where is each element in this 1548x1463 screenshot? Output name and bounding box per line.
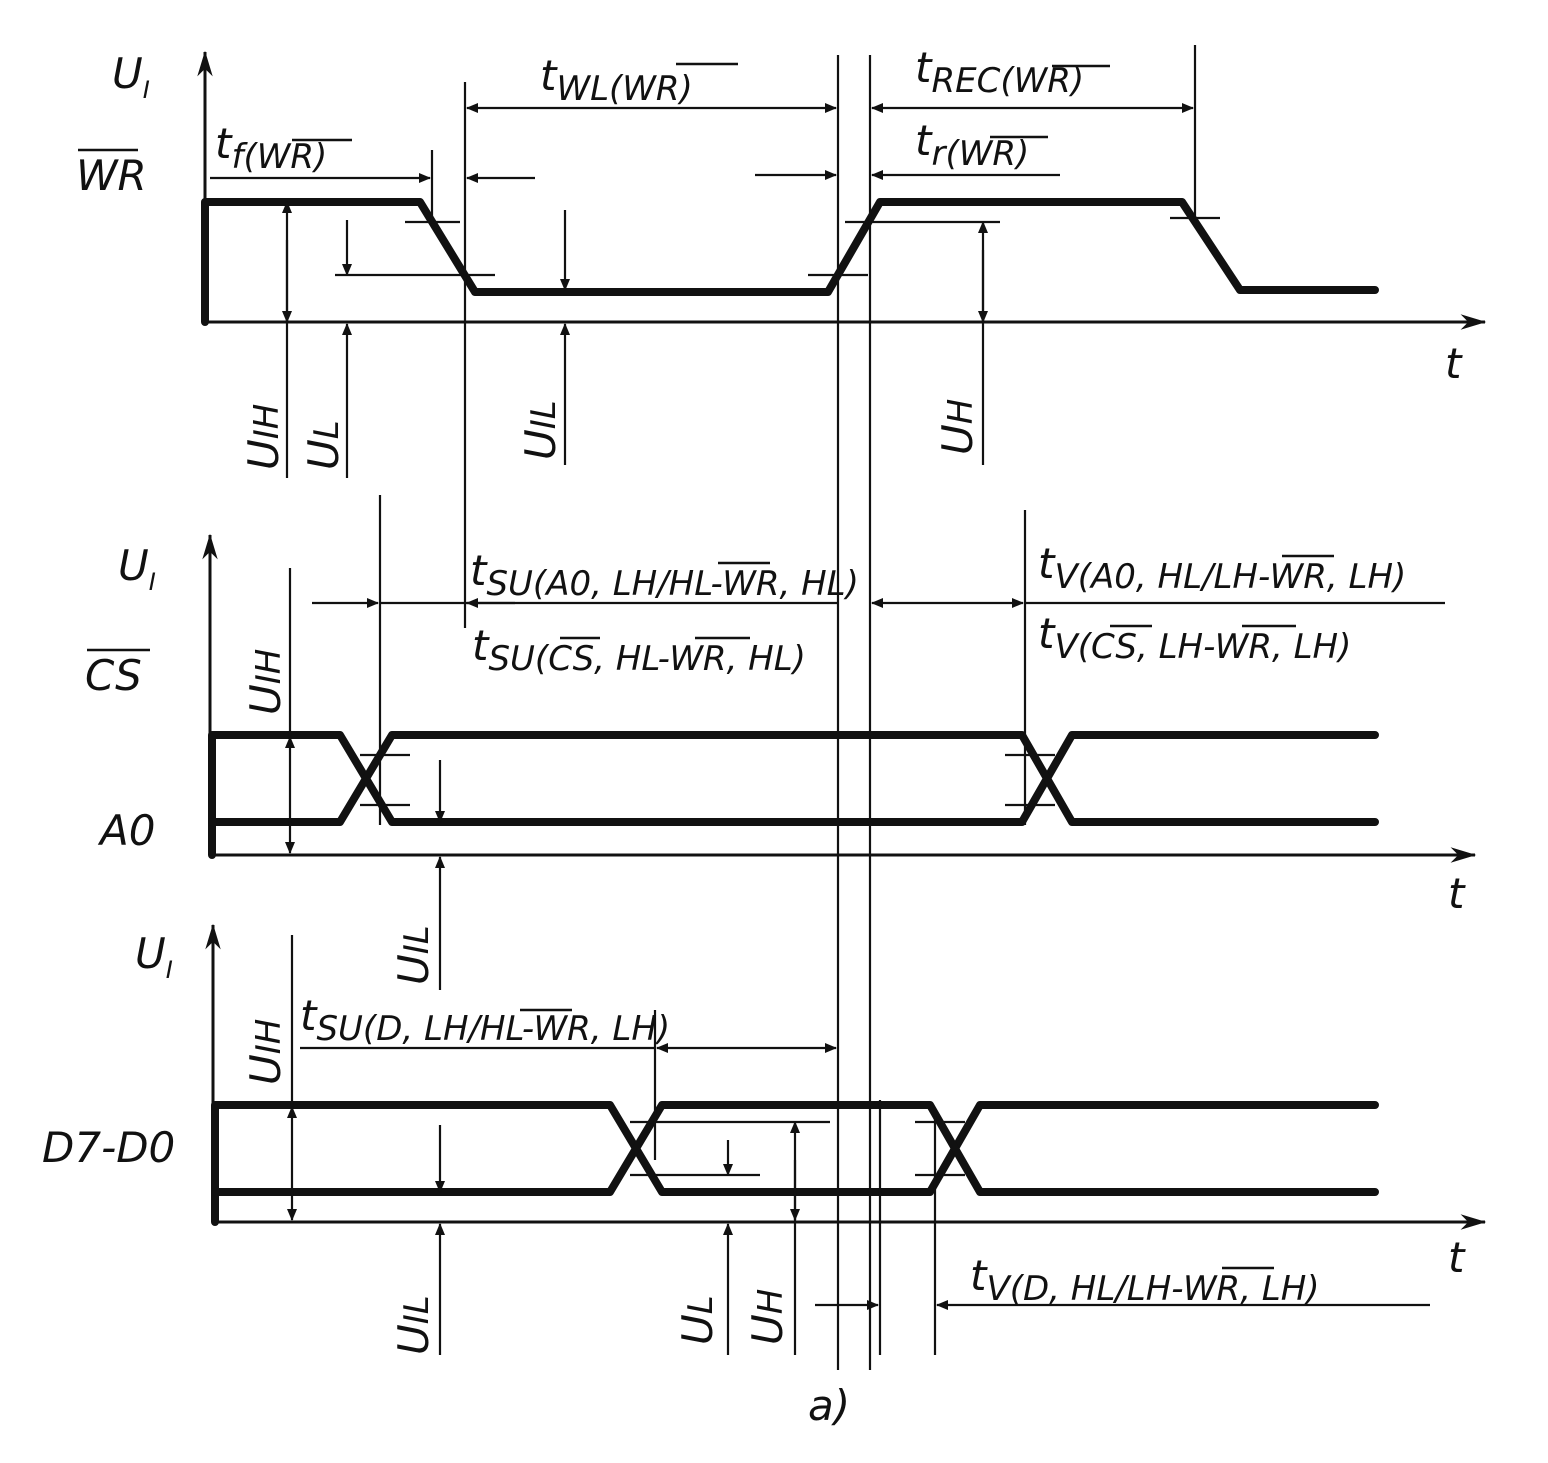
figure-caption: a) [808,1381,850,1430]
t-f-label: tf(WR) [215,119,327,177]
p2-u-ih-label: UIH [241,649,290,715]
signal-cs-label: CS [85,651,142,700]
t-wl-label: tWL(WR) [540,51,693,109]
t-su-cs-label: tSU(CS, HL-WR, HL) [472,621,806,679]
panel1-x-label: t [1445,339,1463,388]
p3-u-l-label: UL [673,1295,722,1345]
t-su-d-label: tSU(D, LH/HL-WR, LH) [300,991,670,1049]
cs-a0-waveform-upper [208,731,1379,859]
t-v-d-label: tV(D, HL/LH-WR, LH) [970,1251,1320,1309]
panel2-x-label: t [1448,869,1466,918]
t-r-label: tr(WR) [915,116,1029,174]
panel-cs-a0: UI t CS A0 tSU(A0, LH/HL-WR, HL) tSU(CS,… [85,495,1477,990]
p3-u-il-label: UIL [389,1295,438,1355]
p2-u-il-label: UIL [389,925,438,985]
t-su-a0-label: tSU(A0, LH/HL-WR, HL) [470,546,859,604]
u-l-label: UL [299,420,348,470]
panel-wr: UI t WR tWL(WR) tREC(WR) tf(WR) [76,43,1487,1370]
panel1-y-label: UI [112,49,150,104]
signal-data-label: D7-D0 [42,1123,175,1172]
panel-data-bus: UI t D7-D0 tSU(D, LH/HL-WR, LH) tV(D, HL… [42,923,1487,1355]
u-il-label: UIL [516,400,565,460]
p3-u-ih-label: UIH [241,1019,290,1085]
signal-wr-label: WR [76,151,147,200]
signal-a0-label: A0 [97,806,155,855]
panel3-x-label: t [1448,1233,1466,1282]
t-v-cs-label: tV(CS, LH-WR, LH) [1038,609,1351,667]
panel2-y-label: UI [118,541,156,596]
u-h-label: UH [933,399,982,455]
t-v-a0-label: tV(A0, HL/LH-WR, LH) [1038,539,1406,597]
t-rec-label: tREC(WR) [915,43,1084,101]
panel3-y-label: UI [135,929,173,984]
p3-u-h-label: UH [743,1289,792,1345]
u-ih-label: UIH [239,404,288,470]
wr-waveform [201,198,1379,326]
data-waveform-upper [211,1101,1379,1226]
data-waveform-lower [211,1101,1379,1196]
cs-a0-waveform-lower [208,731,1379,826]
